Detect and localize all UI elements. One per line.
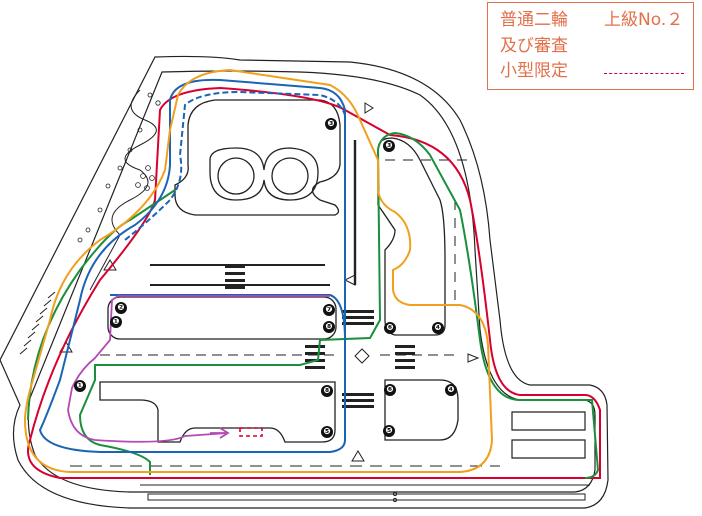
- point-label: ❸: [327, 119, 334, 129]
- point-markers: ❸ ❸ ❷ ❶ ❼ ❽ ❻ ❹ ❶ ❻ ❹ ❽ ❺ ❺: [74, 118, 457, 438]
- point-label: ❹: [447, 385, 454, 395]
- legend-course-level: 上級No.２: [604, 10, 684, 30]
- route-orange: [23, 68, 494, 473]
- point-label: ❶: [76, 381, 83, 391]
- figure-eight-block: [174, 99, 341, 216]
- legend-course-line1: 普通二輪: [500, 10, 568, 30]
- legend-course-line2: 及び審査: [500, 36, 568, 56]
- point-marker-8a: [323, 321, 335, 333]
- point-marker-3a: [325, 118, 337, 130]
- point-label: ❻: [386, 385, 393, 395]
- point-marker-6b: [384, 384, 396, 396]
- point-label: ❶: [112, 317, 119, 327]
- lane-markings: [70, 140, 500, 467]
- point-label: ❺: [323, 427, 330, 437]
- point-label: ❽: [325, 322, 332, 332]
- route-red: [27, 86, 601, 479]
- point-marker-2: [115, 302, 127, 314]
- point-marker-7: [323, 304, 335, 316]
- point-label: ❸: [385, 141, 392, 151]
- route-blue: [38, 78, 346, 453]
- point-label: ❼: [325, 305, 332, 315]
- point-marker-3b: [383, 140, 395, 152]
- point-marker-6a: [384, 322, 396, 334]
- legend-course-line3: 小型限定: [500, 61, 568, 81]
- point-label: ❺: [385, 426, 392, 436]
- point-marker-5b: [383, 425, 395, 437]
- point-label: ❹: [434, 323, 441, 333]
- point-marker-8b: [321, 385, 333, 397]
- cone-markers: [77, 92, 161, 243]
- point-label: ❽: [323, 386, 330, 396]
- point-marker-1a: [110, 316, 122, 328]
- point-marker-1b: [74, 380, 86, 392]
- point-label: ❻: [386, 323, 393, 333]
- point-marker-4a: [432, 322, 444, 334]
- point-marker-5a: [321, 426, 333, 438]
- point-marker-4b: [445, 384, 457, 396]
- blocks: [99, 137, 459, 443]
- route-purple: [67, 295, 330, 443]
- legend-box: 普通二輪 上級No.２ 及び審査 小型限定: [487, 2, 694, 90]
- course-boundary: [0, 55, 609, 509]
- legend-limited-line-swatch: [604, 73, 684, 74]
- s-curve: [89, 89, 157, 291]
- symbols: [59, 102, 480, 503]
- left-edge-hatch: [19, 291, 56, 355]
- route-limited-dash: [239, 427, 263, 437]
- point-label: ❷: [117, 303, 124, 313]
